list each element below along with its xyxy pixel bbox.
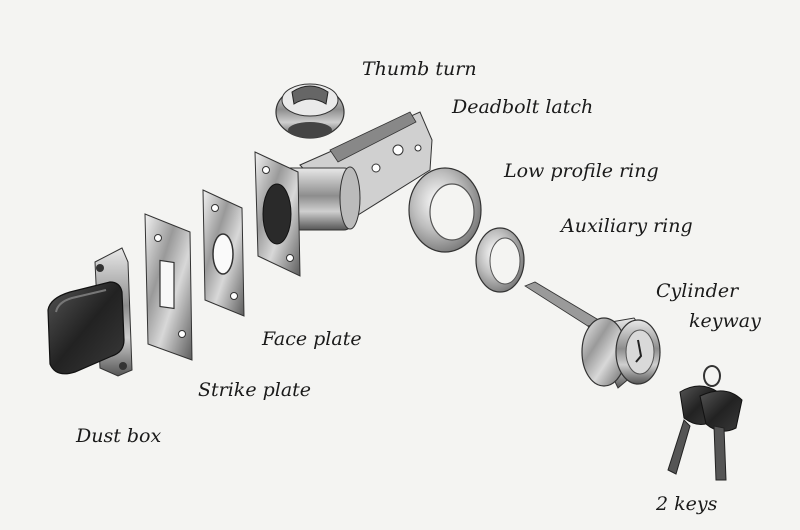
strike-plate-label: Strike plate (198, 379, 312, 401)
cylinder-part (524, 281, 661, 389)
auxiliary-ring-part (475, 227, 525, 293)
face-plate-part (202, 189, 245, 317)
deadbolt-latch-label: Deadbolt latch (452, 96, 594, 118)
dust-box-part (47, 247, 133, 377)
low-profile-ring-label: Low profile ring (504, 160, 659, 182)
cylinder-label: Cylinder (656, 280, 739, 302)
face-plate-label: Face plate (262, 328, 362, 350)
keys-label: 2 keys (656, 493, 718, 515)
low-profile-ring-part (408, 167, 482, 253)
strike-plate-part (144, 213, 193, 361)
keys-part (667, 365, 743, 481)
thumb-turn-part (275, 83, 345, 139)
auxiliary-ring-label: Auxiliary ring (561, 215, 693, 237)
thumb-turn-label: Thumb turn (362, 58, 477, 80)
keyway-label: keyway (689, 310, 761, 332)
deadbolt-latch-part (254, 111, 433, 277)
dust-box-label: Dust box (76, 425, 162, 447)
